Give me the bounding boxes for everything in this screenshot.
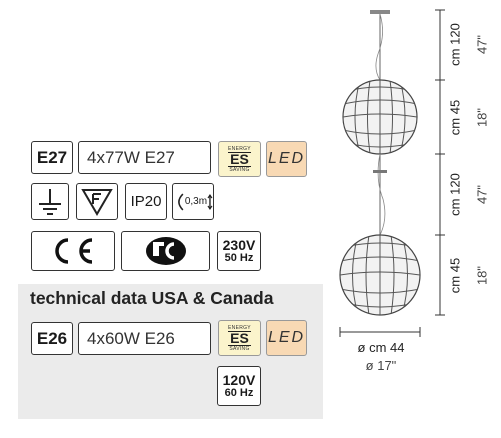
sphere2-in-label: 18"	[474, 265, 490, 286]
usa-es-top-text: ENERGY	[228, 324, 251, 331]
f-mark-icon	[76, 183, 118, 220]
voltage-text: 230V	[222, 237, 256, 253]
earth-ground-icon	[31, 183, 69, 220]
bulbs-text: 4x77W E27	[87, 147, 175, 167]
ce-mark	[31, 231, 115, 271]
es-bottom-text: SAVING	[229, 166, 250, 173]
gost-mark	[121, 231, 210, 271]
usa-socket-text: E26	[36, 328, 68, 348]
usa-led-badge: LED	[266, 320, 307, 356]
distance-rating: 0,3m	[172, 183, 214, 220]
frequency-text: 50 Hz	[224, 252, 254, 264]
lamp-distance-icon	[178, 193, 184, 210]
ip-rating: IP20	[125, 183, 167, 220]
sphere-top	[342, 79, 418, 155]
ce-mark-icon	[55, 238, 93, 264]
diameter-in-label: ø 17"	[365, 358, 397, 373]
usa-es-bottom-text: SAVING	[229, 345, 250, 352]
voltage-eu: 230V 50 Hz	[217, 231, 261, 271]
diameter-cm-label: ø cm 44	[357, 340, 405, 355]
cable2-cm-label: cm 120	[447, 173, 463, 216]
usa-led-text: LED	[267, 329, 306, 346]
energy-saving-badge: ENERGY ES SAVING	[218, 141, 261, 177]
socket-text: E27	[36, 147, 68, 167]
dimension-lines	[339, 9, 445, 337]
usa-socket-label: E26	[31, 322, 73, 355]
es-main-text: ES	[228, 150, 251, 167]
led-badge: LED	[266, 141, 307, 177]
gost-mark-icon	[145, 237, 186, 265]
voltage-usa: 120V 60 Hz	[217, 366, 261, 406]
sphere2-cm-label: cm 45	[447, 257, 463, 294]
usa-section-title: technical data USA & Canada	[30, 288, 274, 308]
usa-voltage-text: 120V	[222, 372, 256, 388]
pendant-lamp-drawing	[339, 9, 445, 337]
sphere1-cm-label: cm 45	[447, 99, 463, 136]
led-text: LED	[267, 150, 306, 167]
socket-label: E27	[31, 141, 73, 174]
usa-energy-saving-badge: ENERGY ES SAVING	[218, 320, 261, 356]
cable1-cm-label: cm 120	[447, 23, 463, 66]
cable2-in-label: 47"	[474, 184, 490, 205]
cable1-in-label: 47"	[474, 34, 490, 55]
ip-text: IP20	[130, 193, 162, 210]
usa-bulbs-text: 4x60W E26	[87, 328, 175, 348]
es-top-text: ENERGY	[228, 145, 251, 152]
usa-bulbs-spec: 4x60W E26	[78, 322, 211, 355]
sphere-bottom	[339, 234, 421, 316]
bulbs-spec: 4x77W E27	[78, 141, 211, 174]
usa-es-main-text: ES	[228, 329, 251, 346]
sphere1-in-label: 18"	[474, 107, 490, 128]
usa-frequency-text: 60 Hz	[224, 387, 254, 399]
distance-text: 0,3m	[184, 196, 208, 207]
arrow-icon	[207, 193, 213, 210]
canopy	[370, 10, 390, 14]
